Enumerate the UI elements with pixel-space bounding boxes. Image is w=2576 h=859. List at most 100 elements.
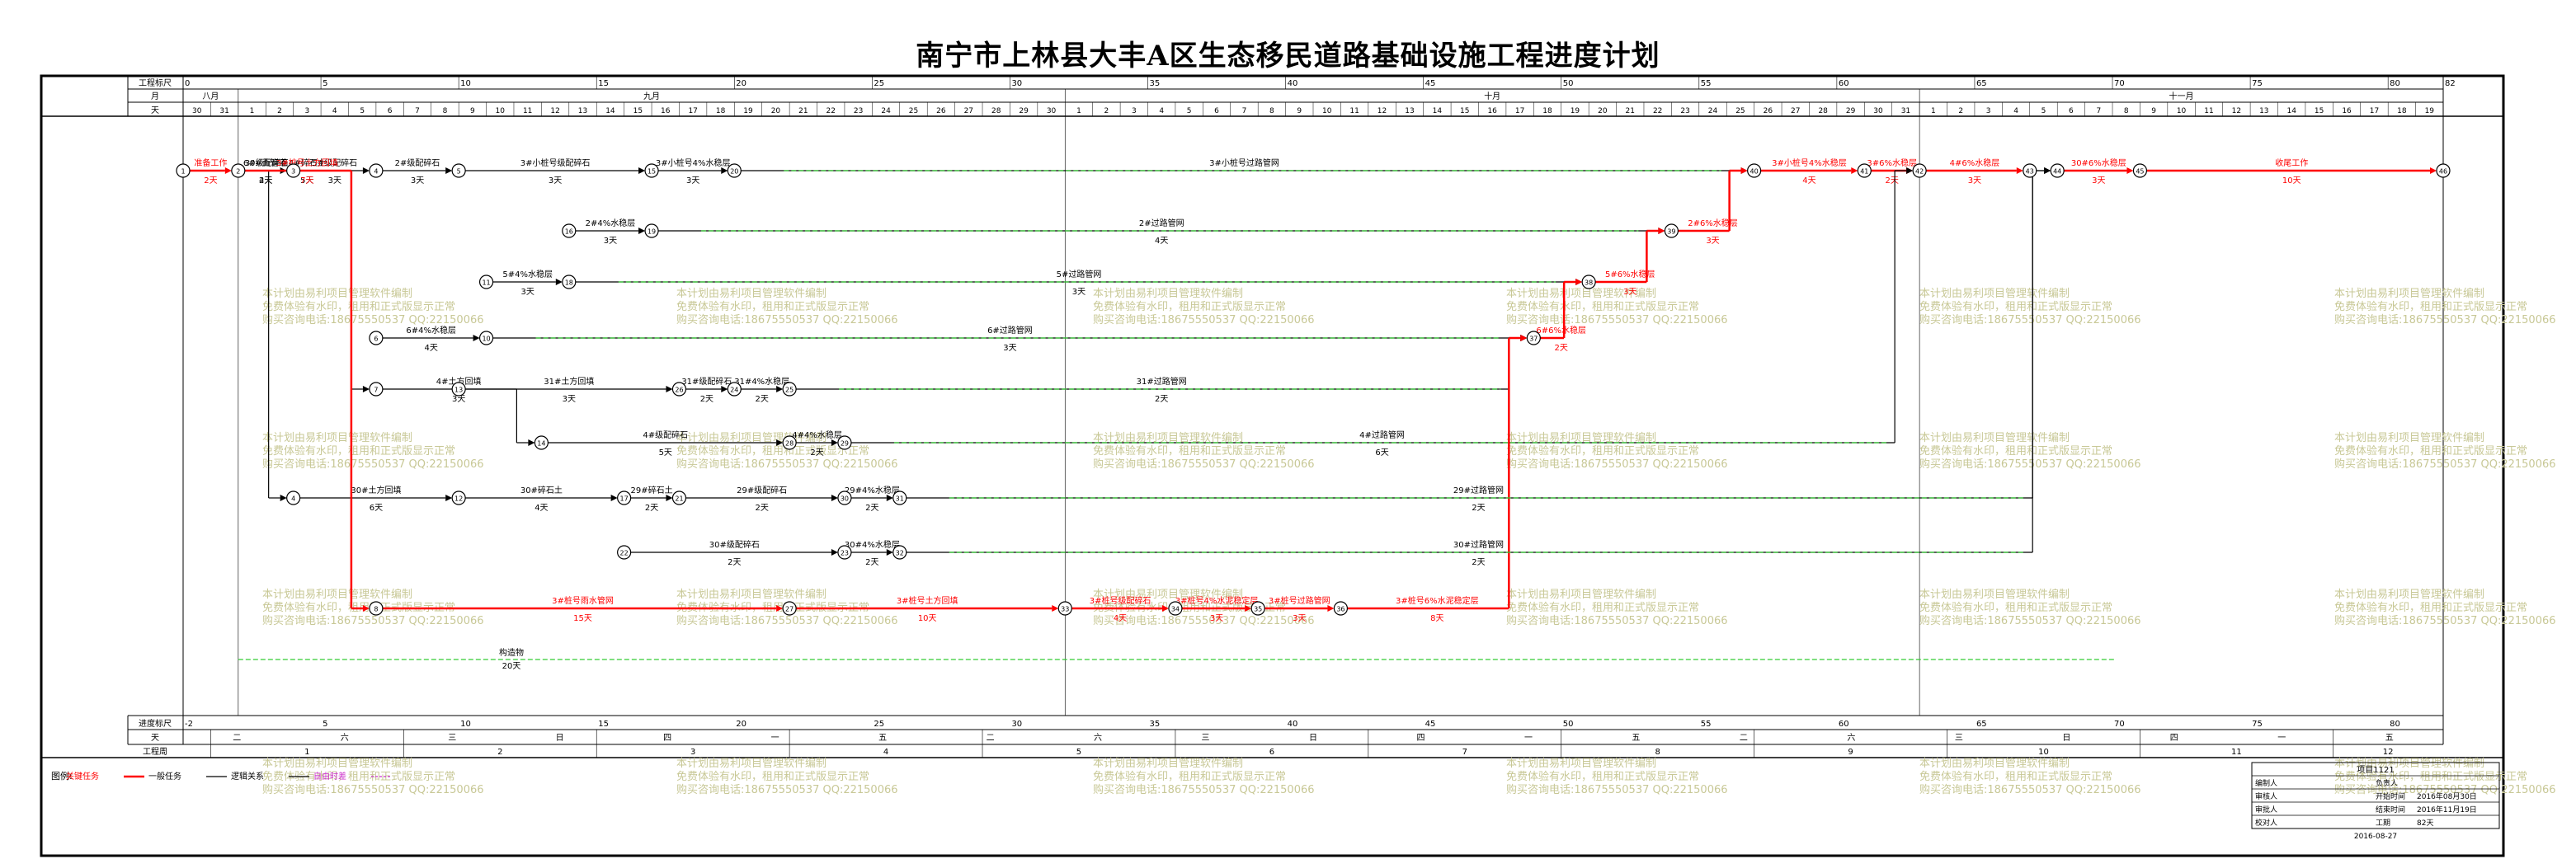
legend-item-label: 自由时差 (313, 771, 346, 782)
month-label: 十一月 (2169, 91, 2194, 101)
task-name: 3#桩号6%水泥稳定层 (1396, 595, 1479, 606)
watermark-line: 本计划由易利项目管理软件编制 (262, 288, 412, 300)
watermark-line: 本计划由易利项目管理软件编制 (2334, 288, 2484, 300)
network-node (644, 163, 659, 178)
network-node (1333, 601, 1349, 616)
network-node-label: 4 (374, 168, 378, 176)
day-number: 13 (2259, 107, 2268, 115)
watermark-line: 本计划由易利项目管理软件编制 (676, 589, 826, 601)
week-label: 5 (1076, 748, 1081, 757)
task-name: 6#4%水稳层 (406, 325, 456, 336)
network-node (2050, 163, 2065, 178)
network-node (451, 491, 466, 505)
footer-scale-tick: 25 (874, 720, 884, 729)
network-node (727, 163, 742, 178)
task-name: 收尾工作 (2275, 157, 2308, 168)
task-duration: 3天 (411, 176, 424, 185)
task-duration: 3天 (549, 176, 562, 185)
task-duration: 3天 (604, 237, 617, 246)
day-number: 30 (192, 107, 202, 115)
watermark-line: 购买咨询电话:18675550537 QQ:22150066 (262, 614, 484, 627)
task-arrow-head (886, 549, 893, 556)
network-node (2132, 163, 2148, 178)
task-duration: 2天 (204, 176, 217, 185)
day-number: 16 (661, 107, 671, 115)
watermark-line: 购买咨询电话:18675550537 QQ:22150066 (2334, 313, 2556, 326)
legend-item-label: 逻辑关系 (231, 771, 264, 782)
day-number: 11 (523, 107, 532, 115)
header-month-label: 月 (151, 92, 159, 101)
network-node-label: 26 (675, 387, 683, 394)
network-node (837, 545, 852, 560)
watermark-line: 免费体验有水印，租用和正式版显示正常 (1506, 770, 1699, 783)
network-node-label: 22 (620, 550, 629, 557)
footer-weekday: 五 (878, 734, 887, 743)
network-node-label: 21 (675, 495, 683, 503)
footer-weekday: 二 (987, 734, 995, 743)
watermark-line: 本计划由易利项目管理软件编制 (1919, 288, 2070, 300)
scale-tick-label: 80 (2390, 79, 2400, 88)
day-number: 12 (550, 107, 559, 115)
network-node-label: 31 (896, 495, 904, 503)
day-number: 20 (771, 107, 781, 115)
task-duration: 5天 (659, 448, 672, 458)
day-number: 19 (1571, 107, 1580, 115)
watermark-line: 免费体验有水印，租用和正式版显示正常 (1919, 300, 2112, 313)
network-node (176, 163, 191, 178)
task-arrow-head (445, 167, 453, 174)
network-node (1250, 601, 1265, 616)
task-name: 3#桩号4%水泥稳定层 (1175, 595, 1259, 606)
task-duration: 2天 (756, 504, 769, 513)
legend-item-label: 关键任务 (66, 771, 99, 782)
day-number: 25 (909, 107, 918, 115)
task-duration: 2天 (259, 176, 272, 185)
watermark-line: 免费体验有水印，租用和正式版显示正常 (1919, 444, 2112, 458)
day-number: 11 (2204, 107, 2213, 115)
task-arrow-head (1327, 605, 1335, 612)
task-arrow-head (666, 495, 673, 501)
network-node-label: 5 (457, 168, 461, 176)
day-number: 27 (1791, 107, 1800, 115)
footer-scale-label: 进度标尺 (139, 718, 172, 729)
task-duration: 2天 (1555, 344, 1568, 353)
watermark-line: 免费体验有水印，租用和正式版显示正常 (676, 300, 869, 313)
task-arrow-head (1575, 279, 1583, 285)
task-duration: 2天 (865, 558, 878, 567)
day-number: 28 (1818, 107, 1828, 115)
info-key: 结束时间 (2376, 805, 2405, 814)
scale-tick-label: 65 (1976, 79, 1987, 88)
task-arrow-head (445, 495, 453, 501)
task-arrow-head (721, 167, 728, 174)
network-node (369, 382, 384, 397)
network-node (1526, 331, 1541, 345)
task-arrow-head (2126, 167, 2134, 174)
watermark-line: 免费体验有水印，租用和正式版显示正常 (262, 770, 455, 783)
info-key: 开始时间 (2376, 791, 2405, 801)
week-label: 1 (304, 748, 309, 757)
task-duration: 10天 (918, 614, 937, 623)
task-arrow-head (362, 605, 370, 612)
watermark-line: 本计划由易利项目管理软件编制 (2334, 589, 2484, 601)
watermark-line: 购买咨询电话:18675550537 QQ:22150066 (1919, 458, 2141, 471)
task-arrow-head (2044, 167, 2051, 174)
watermark-line: 本计划由易利项目管理软件编制 (1919, 758, 2070, 770)
day-number: 28 (991, 107, 1001, 115)
network-node (1664, 223, 1679, 238)
network-node-label: 8 (374, 606, 378, 613)
scale-tick-label: 75 (2252, 79, 2263, 88)
task-arrow-head (555, 279, 563, 285)
network-node-label: 1 (181, 168, 185, 176)
task-duration: 3天 (686, 176, 699, 185)
footer-weekday: 二 (1740, 734, 1748, 743)
network-node-label: 4 (291, 495, 295, 503)
watermark-line: 免费体验有水印，租用和正式版显示正常 (1506, 601, 1699, 614)
task-name: 2#过路管网 (1139, 218, 1184, 228)
watermark-line: 免费体验有水印，租用和正式版显示正常 (1506, 444, 1699, 458)
info-key: 审批人 (2255, 805, 2277, 814)
watermark-line: 购买咨询电话:18675550537 QQ:22150066 (676, 614, 898, 627)
info-table (2251, 762, 2500, 829)
week-label: 10 (2038, 748, 2049, 757)
day-number: 4 (2013, 107, 2018, 115)
watermark-line: 购买咨询电话:18675550537 QQ:22150066 (1093, 783, 1315, 796)
